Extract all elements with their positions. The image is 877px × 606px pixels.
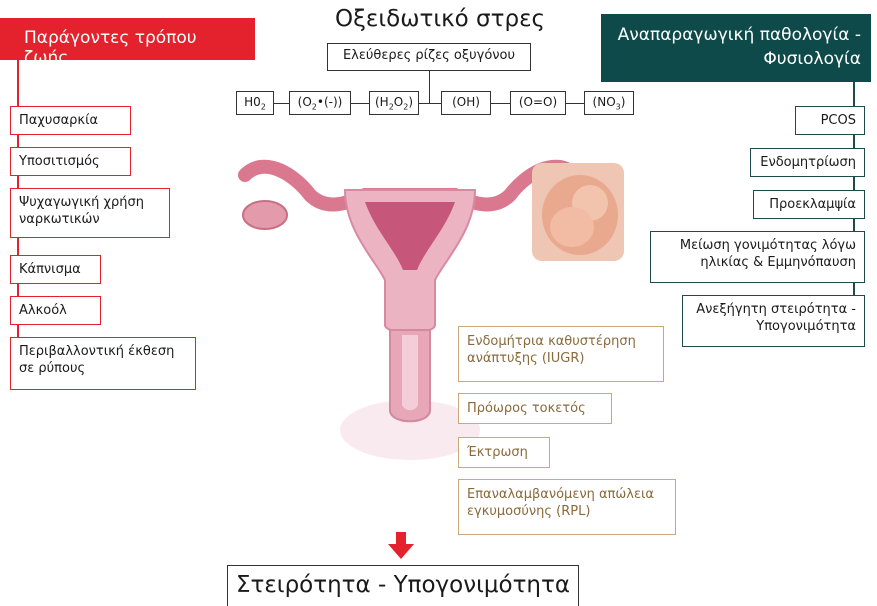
- result-label: Στειρότητα - Υπογονιμότητα: [236, 572, 570, 598]
- outcome-item: Ενδομήτρια καθυστέρηση ανάπτυξης (IUGR): [458, 326, 664, 382]
- chem-oh: (OH): [441, 91, 491, 115]
- arrow-down-icon: [388, 532, 414, 560]
- ros-label: Ελεύθερες ρίζες οξυγόνου: [343, 48, 515, 63]
- diagram-title: Οξειδωτικό στρες: [320, 6, 560, 32]
- lifestyle-item: Κάπνισμα: [10, 255, 101, 284]
- lifestyle-item: Περιβαλλοντική έκθεση σε ρύπους: [10, 337, 196, 390]
- ros-box: Ελεύθερες ρίζες οξυγόνου: [327, 43, 531, 71]
- pathology-item: Ανεξήγητη στειρότητα - Υπογονιμότητα: [682, 295, 865, 347]
- pathology-header: Αναπαραγωγική παθολογία - Φυσιολογία: [601, 14, 871, 82]
- chem-no3: (NO3): [584, 91, 634, 115]
- outcome-item: Επαναλαμβανόμενη απώλεια εγκυμοσύνης (RP…: [458, 479, 676, 535]
- pathology-item: Μείωση γονιμότητας λόγω ηλικίας & Εμμηνό…: [650, 231, 865, 283]
- outcome-item: Έκτρωση: [458, 437, 550, 468]
- fetus-image: [532, 163, 624, 261]
- chem-o2: (O=O): [510, 91, 566, 115]
- pathology-item: Ενδομητρίωση: [750, 148, 865, 177]
- outcome-item: Πρόωρος τοκετός: [458, 393, 612, 424]
- lifestyle-header: Παράγοντες τρόπου ζωής: [0, 18, 255, 60]
- pathology-item: PCOS: [795, 106, 865, 135]
- lifestyle-item: Υποσιτισμός: [10, 147, 131, 176]
- pathology-item: Προεκλαμψία: [753, 190, 865, 219]
- lifestyle-item: Παχυσαρκία: [10, 106, 131, 135]
- chem-h02: H02: [236, 91, 274, 115]
- chem-superoxide: (O2•(-)): [289, 91, 351, 115]
- chem-h2o2: (H2O2): [369, 91, 419, 115]
- lifestyle-item: Ψυχαγωγική χρήση ναρκωτικών: [10, 188, 170, 238]
- ros-connector: [429, 71, 430, 103]
- result-box: Στειρότητα - Υπογονιμότητα: [227, 565, 579, 606]
- lifestyle-item: Αλκοόλ: [10, 296, 101, 325]
